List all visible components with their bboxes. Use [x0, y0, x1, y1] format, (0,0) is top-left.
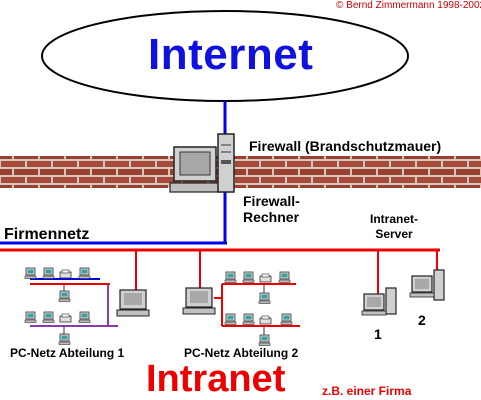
server-number-1: 1 — [374, 326, 382, 342]
department-2-network — [182, 271, 300, 346]
department-1-router-computer-icon — [116, 289, 150, 317]
intranet-server-label-line1: Intranet- — [370, 212, 418, 226]
department-2-label: PC-Netz Abteilung 2 — [184, 346, 299, 360]
firewall-computer-icon — [169, 133, 235, 193]
department-2-router-computer-icon — [182, 287, 216, 315]
intranet-server-2-icon — [409, 269, 445, 301]
company-network-label: Firmennetz — [4, 226, 90, 243]
department-1-network — [24, 267, 150, 345]
intranet-server-1-icon — [361, 287, 397, 316]
server-number-2: 2 — [418, 312, 426, 328]
intranet-server-label-line2: Server — [375, 227, 413, 241]
copyright-notice: © Bernd Zimmermann 1998-2002 — [336, 0, 481, 11]
firewall-label: Firewall (Brandschutzmauer) — [249, 138, 442, 154]
firewall-computer-label-line1: Firewall- — [243, 193, 300, 209]
intranet-caption: z.B. einer Firma — [322, 384, 412, 398]
internet-title: Internet — [148, 30, 314, 79]
intranet-title: Intranet — [146, 358, 286, 400]
firewall-computer-label-line2: Rechner — [243, 209, 300, 225]
firewall-computer-label: Firewall- Rechner — [243, 193, 300, 225]
brick-wall — [0, 156, 481, 188]
intranet-server-label: Intranet- Server — [370, 212, 418, 242]
department-1-label: PC-Netz Abteilung 1 — [10, 346, 125, 360]
